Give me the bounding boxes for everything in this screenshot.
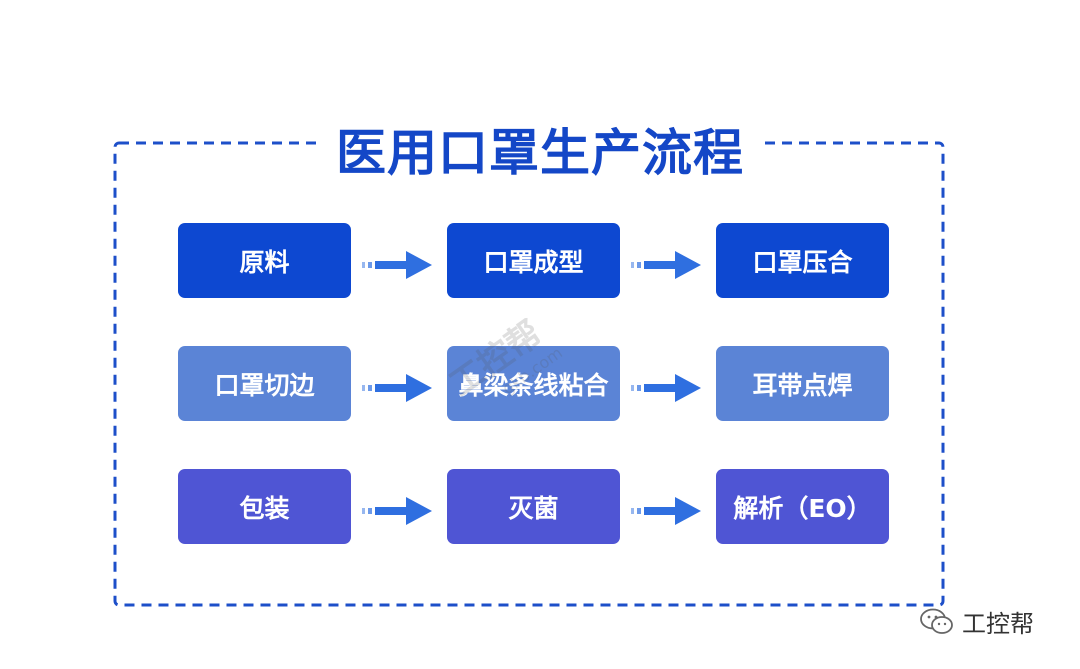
arrow-right-icon: [631, 374, 701, 402]
step-nose-wire-bonding: 鼻梁条线粘合: [447, 346, 620, 421]
step-mask-edge-cutting: 口罩切边: [178, 346, 351, 421]
step-mask-forming: 口罩成型: [447, 223, 620, 298]
step-sterilization: 灭菌: [447, 469, 620, 544]
step-eo-desorption: 解析（EO）: [716, 469, 889, 544]
arrow-right-icon: [631, 497, 701, 525]
arrow-right-icon: [362, 251, 432, 279]
arrow-right-icon: [631, 251, 701, 279]
step-mask-pressing: 口罩压合: [716, 223, 889, 298]
wechat-brand: 工控帮: [920, 604, 1034, 639]
wechat-icon: [920, 608, 953, 634]
arrow-right-icon: [362, 374, 432, 402]
step-ear-loop-welding: 耳带点焊: [716, 346, 889, 421]
step-raw-material: 原料: [178, 223, 351, 298]
step-packaging: 包装: [178, 469, 351, 544]
arrow-right-icon: [362, 497, 432, 525]
footer-brand-label: 工控帮: [962, 610, 1034, 638]
